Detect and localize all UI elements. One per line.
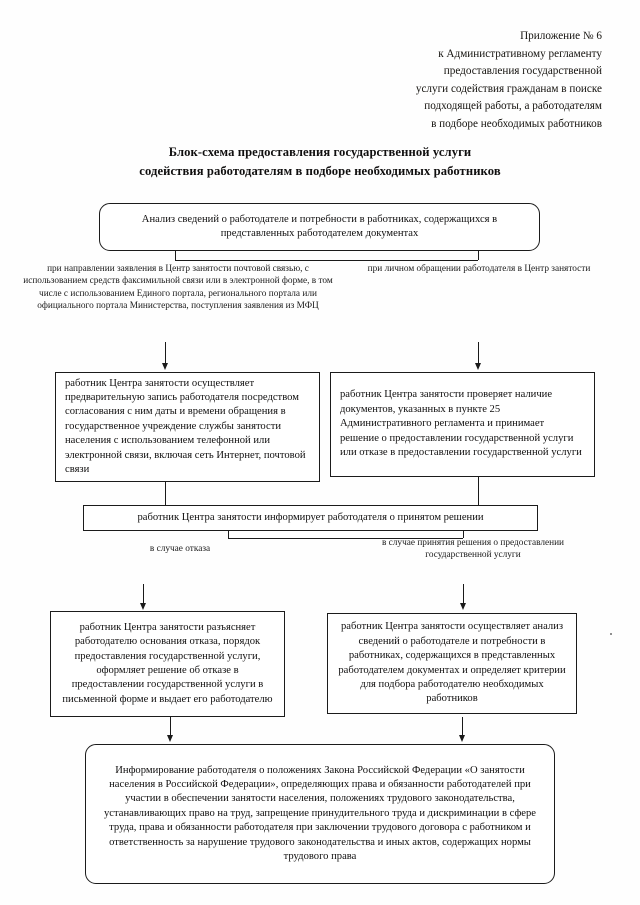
page-title-line-1: Блок-схема предоставления государственно… — [168, 145, 472, 159]
flow-box-right-1-text: работник Центра занятости проверяет нали… — [340, 389, 582, 459]
flow-box-right-2-text: работник Центра занятости осуществляет а… — [338, 621, 566, 705]
connector-inform-split-right — [463, 531, 464, 538]
appendix-line-5: подходящей работы, а работодателям — [424, 100, 602, 112]
appendix-line-3: предоставления государственной — [443, 65, 602, 77]
arrow-left-2-head — [140, 603, 146, 610]
connector-split — [175, 260, 478, 261]
arrow-right-2-line — [463, 584, 464, 606]
flow-box-right-2: работник Центра занятости осуществляет а… — [327, 613, 577, 714]
arrow-left-1-head — [162, 363, 168, 370]
connector-start-down — [175, 251, 176, 260]
flow-box-left-2: работник Центра занятости разъясняет раб… — [50, 611, 285, 717]
appendix-line-6: в подборе необходимых работников — [431, 117, 602, 130]
page-title-line-2: содействия работодателям в подборе необх… — [139, 164, 501, 178]
arrow-final-right-head — [459, 735, 465, 742]
arrow-left-1-line — [165, 342, 166, 366]
connector-inform-down — [228, 531, 229, 538]
flow-box-final-text: Информирование работодателя о положениях… — [103, 764, 537, 863]
scan-speck — [610, 633, 612, 635]
flow-box-inform: работник Центра занятости информирует ра… — [83, 505, 538, 531]
flow-box-start: Анализ сведений о работодателе и потребн… — [99, 203, 540, 251]
page-title: Блок-схема предоставления государственно… — [40, 143, 600, 181]
branch-note-right-text: при личном обращении работодателя в Цент… — [367, 264, 591, 274]
branch-note-right: при личном обращении работодателя в Цент… — [364, 263, 594, 275]
note-refusal: в случае отказа — [105, 543, 255, 555]
connector-inform-split — [228, 538, 463, 539]
flow-box-left-1: работник Центра занятости осуществляет п… — [55, 372, 320, 482]
flow-box-inform-text: работник Центра занятости информирует ра… — [137, 511, 484, 523]
flow-box-left-1-text: работник Центра занятости осуществляет п… — [65, 377, 306, 476]
flow-box-left-2-text: работник Центра занятости разъясняет раб… — [62, 621, 273, 705]
appendix-header: Приложение № 6 к Административному регла… — [330, 28, 602, 133]
branch-note-left-text: при направлении заявления в Центр занято… — [23, 264, 333, 312]
arrow-right-1-line — [478, 342, 479, 366]
arrow-final-left-line — [170, 717, 171, 738]
appendix-line-4: услуги содействия гражданам в поиске — [415, 82, 602, 95]
flow-box-start-text: Анализ сведений о работодателе и потребн… — [141, 213, 498, 239]
arrow-right-1-head — [475, 363, 481, 370]
appendix-line-1: Приложение № 6 — [520, 30, 602, 42]
connector-left-1-down — [165, 482, 166, 505]
note-approval-text: в случае принятия решения о предоставлен… — [381, 538, 565, 561]
arrow-final-right-line — [462, 717, 463, 738]
appendix-line-2: к Административному регламенту — [438, 47, 602, 60]
connector-right-1-down — [478, 477, 479, 505]
flow-box-final: Информирование работодателя о положениях… — [85, 744, 555, 884]
connector-split-right-down — [478, 251, 479, 260]
branch-note-left: при направлении заявления в Центр занято… — [18, 263, 338, 313]
arrow-right-2-head — [460, 603, 466, 610]
arrow-left-2-line — [143, 584, 144, 606]
note-approval: в случае принятия решения о предоставлен… — [358, 537, 588, 562]
flow-box-right-1: работник Центра занятости проверяет нали… — [330, 372, 595, 477]
arrow-final-left-head — [167, 735, 173, 742]
note-refusal-text: в случае отказа — [149, 544, 211, 554]
